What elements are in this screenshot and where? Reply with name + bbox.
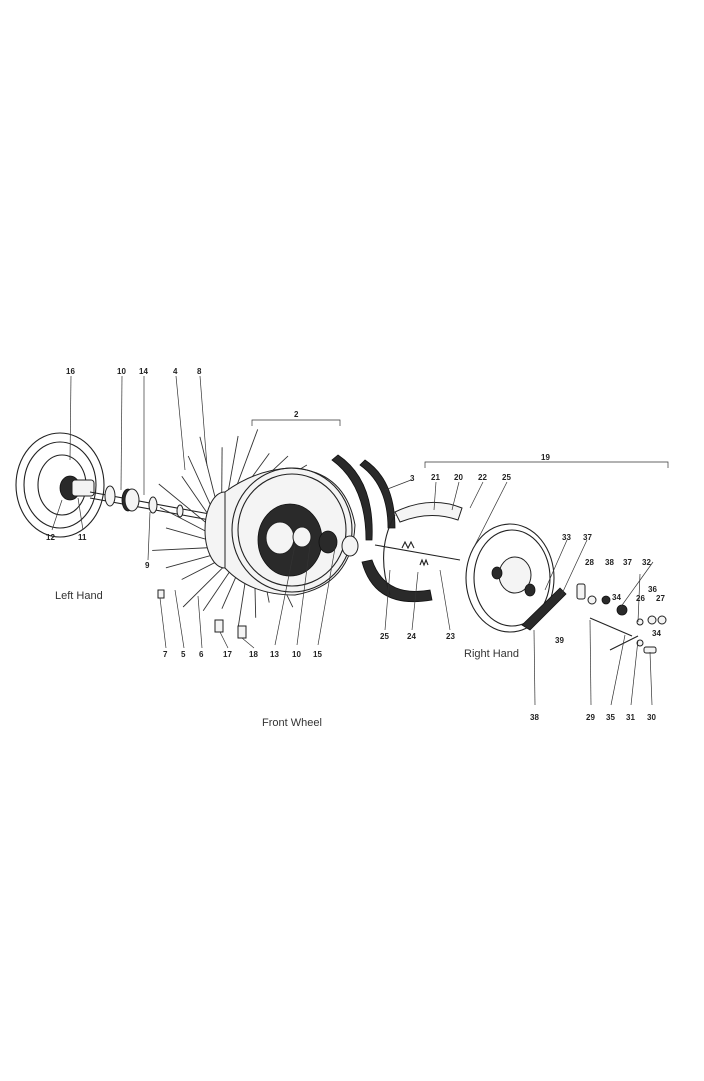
wheel-spoke xyxy=(159,507,209,533)
wheel-spoke xyxy=(181,476,210,517)
callout-3: 3 xyxy=(410,474,415,483)
callout-16: 16 xyxy=(66,367,75,376)
callout-30: 30 xyxy=(647,713,656,722)
callout-9: 9 xyxy=(145,561,150,570)
callout-26: 26 xyxy=(636,594,645,603)
callout-28: 28 xyxy=(585,558,594,567)
wheel-spoke xyxy=(199,436,217,504)
left-brake-drum xyxy=(15,432,105,538)
right-backing-plate xyxy=(465,523,567,633)
callout-17: 17 xyxy=(223,650,232,659)
callout-10-top: 10 xyxy=(117,367,126,376)
caption-front-wheel: Front Wheel xyxy=(262,717,322,729)
group-bracket-19 xyxy=(424,461,669,468)
callout-18: 18 xyxy=(249,650,258,659)
callout-2: 2 xyxy=(294,410,299,419)
callout-38-top: 38 xyxy=(605,558,614,567)
callout-34-left: 34 xyxy=(612,593,621,602)
wheel-spoke xyxy=(182,561,229,608)
callout-4: 4 xyxy=(173,367,178,376)
wheel-spoke xyxy=(227,435,239,495)
callout-35: 35 xyxy=(606,713,615,722)
callout-7: 7 xyxy=(163,650,168,659)
spoke-nipples xyxy=(157,589,247,639)
spoked-wheel-hub xyxy=(152,429,359,630)
callout-8: 8 xyxy=(197,367,202,376)
callout-23: 23 xyxy=(446,632,455,641)
leader-lines xyxy=(51,375,654,706)
callout-21: 21 xyxy=(431,473,440,482)
brake-shoes xyxy=(361,501,463,603)
callout-25-top: 25 xyxy=(502,473,511,482)
callout-20: 20 xyxy=(454,473,463,482)
callout-33: 33 xyxy=(562,533,571,542)
wheel-spoke xyxy=(158,483,209,525)
callout-13: 13 xyxy=(270,650,279,659)
callout-29: 29 xyxy=(586,713,595,722)
callout-10-bottom: 10 xyxy=(292,650,301,659)
adjuster-hardware xyxy=(576,583,667,654)
callout-6: 6 xyxy=(199,650,204,659)
callout-22: 22 xyxy=(478,473,487,482)
wheel-spoke xyxy=(165,527,210,541)
callout-24: 24 xyxy=(407,632,416,641)
left-axle-assembly xyxy=(89,485,216,522)
callout-39: 39 xyxy=(555,636,564,645)
callout-38-bottom: 38 xyxy=(530,713,539,722)
wheel-spoke xyxy=(165,553,218,569)
callout-19: 19 xyxy=(541,453,550,462)
callout-32: 32 xyxy=(642,558,651,567)
caption-left-hand: Left Hand xyxy=(55,590,103,602)
callout-12: 12 xyxy=(46,533,55,542)
callout-27: 27 xyxy=(656,594,665,603)
callout-37-right: 37 xyxy=(623,558,632,567)
callout-34-right: 34 xyxy=(652,629,661,638)
callout-25-bottom: 25 xyxy=(380,632,389,641)
wheel-spoke xyxy=(233,429,259,493)
callout-36: 36 xyxy=(648,585,657,594)
wheel-spoke xyxy=(187,455,213,510)
callout-31: 31 xyxy=(626,713,635,722)
group-bracket-2 xyxy=(251,419,341,426)
callout-37-top: 37 xyxy=(583,533,592,542)
caption-right-hand: Right Hand xyxy=(464,648,519,660)
callout-numbers: 16 10 14 4 8 2 3 19 21 20 22 25 12 11 9 … xyxy=(46,367,665,722)
callout-14: 14 xyxy=(139,367,148,376)
callout-15: 15 xyxy=(313,650,322,659)
callout-5: 5 xyxy=(181,650,186,659)
callout-11: 11 xyxy=(78,533,87,542)
wheel-spoke xyxy=(152,547,213,551)
